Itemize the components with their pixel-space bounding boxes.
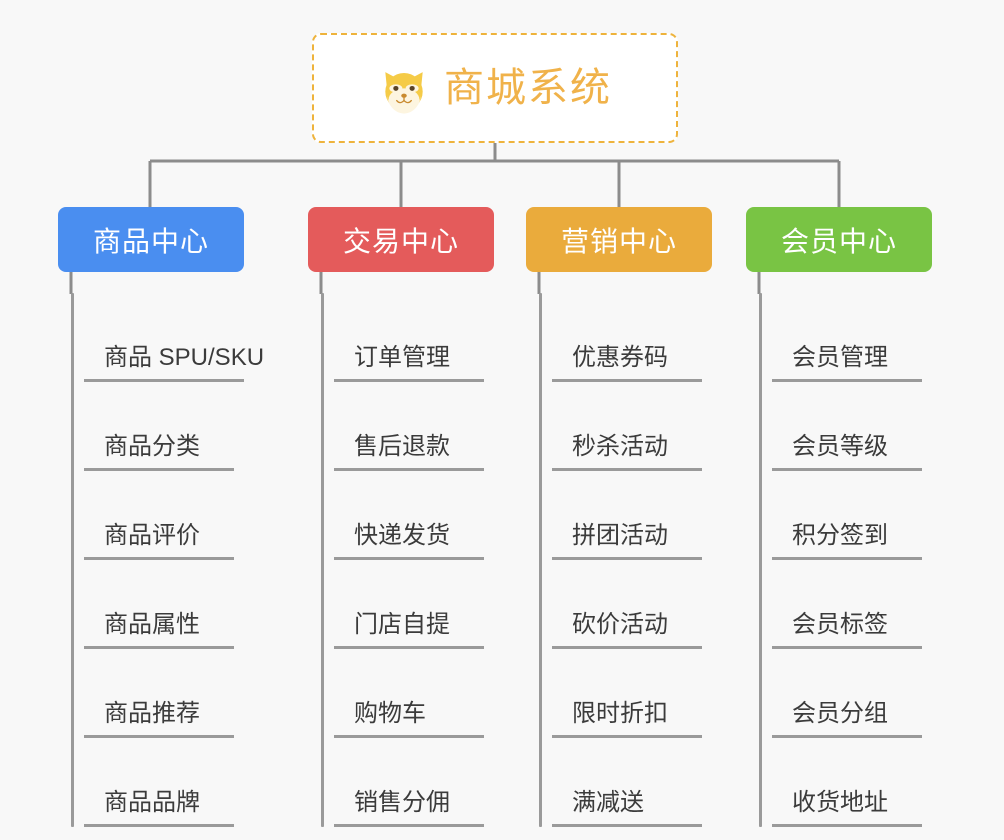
shiba-dog-face-icon	[385, 72, 423, 114]
column-marketing-center: 营销中心 优惠券码 秒杀活动 拼团活动 砍价活动 限时折扣 满减送	[526, 207, 712, 827]
sub-item-list-trade-center: 订单管理 售后退款 快递发货 门店自提 购物车 销售分佣	[321, 293, 494, 827]
sub-item-label: 会员管理	[772, 346, 922, 382]
category-header-label: 交易中心	[342, 225, 459, 257]
sub-item[interactable]: 优惠券码	[539, 293, 712, 382]
root-node[interactable]: 商城系统	[312, 33, 678, 143]
sub-item[interactable]: 会员管理	[759, 293, 932, 382]
category-header-label: 营销中心	[560, 225, 677, 257]
category-header-trade-center[interactable]: 交易中心	[308, 207, 494, 272]
sub-item[interactable]: 收货地址	[759, 738, 932, 827]
sub-item-label: 门店自提	[334, 613, 484, 649]
tree-spine	[321, 293, 324, 827]
sub-item-label: 购物车	[334, 702, 484, 738]
column-member-center: 会员中心 会员管理 会员等级 积分签到 会员标签 会员分组 收货地址	[746, 207, 932, 827]
sub-item-list-marketing-center: 优惠券码 秒杀活动 拼团活动 砍价活动 限时折扣 满减送	[539, 293, 712, 827]
sub-item[interactable]: 商品评价	[71, 471, 244, 560]
sub-item[interactable]: 销售分佣	[321, 738, 494, 827]
sub-item-label: 限时折扣	[552, 702, 702, 738]
column-trade-center: 交易中心 订单管理 售后退款 快递发货 门店自提 购物车 销售分佣	[308, 207, 494, 827]
sub-item[interactable]: 商品推荐	[71, 649, 244, 738]
category-header-label: 商品中心	[92, 225, 209, 257]
sub-item-label: 商品评价	[84, 524, 234, 560]
sub-item-label: 商品品牌	[84, 791, 234, 827]
sub-item[interactable]: 拼团活动	[539, 471, 712, 560]
sub-item-label: 商品属性	[84, 613, 234, 649]
sub-item-label: 订单管理	[334, 346, 484, 382]
sub-item[interactable]: 积分签到	[759, 471, 932, 560]
sub-item-label: 优惠券码	[552, 346, 702, 382]
sub-item-label: 快递发货	[334, 524, 484, 560]
sub-item[interactable]: 商品属性	[71, 560, 244, 649]
sub-item[interactable]: 满减送	[539, 738, 712, 827]
sub-item-label: 会员分组	[772, 702, 922, 738]
sub-item-list-product-center: 商品 SPU/SKU 商品分类 商品评价 商品属性 商品推荐 商品品牌	[71, 293, 264, 827]
tree-spine	[539, 293, 542, 827]
sub-item-list-member-center: 会员管理 会员等级 积分签到 会员标签 会员分组 收货地址	[759, 293, 932, 827]
sub-item-label: 销售分佣	[334, 791, 484, 827]
sub-item[interactable]: 会员等级	[759, 382, 932, 471]
tree-spine	[71, 293, 74, 827]
sub-item-label: 收货地址	[772, 791, 922, 827]
sub-item[interactable]: 购物车	[321, 649, 494, 738]
sub-item-label: 会员标签	[772, 613, 922, 649]
sub-item[interactable]: 商品品牌	[71, 738, 244, 827]
sub-item-label: 拼团活动	[552, 524, 702, 560]
sub-item-label: 商品推荐	[84, 702, 234, 738]
sub-item[interactable]: 会员标签	[759, 560, 932, 649]
sub-item-label: 积分签到	[772, 524, 922, 560]
sub-item[interactable]: 售后退款	[321, 382, 494, 471]
sub-item[interactable]: 订单管理	[321, 293, 494, 382]
sub-item-label: 商品分类	[84, 435, 234, 471]
sub-item-label: 会员等级	[772, 435, 922, 471]
sub-item[interactable]: 门店自提	[321, 560, 494, 649]
category-header-product-center[interactable]: 商品中心	[58, 207, 244, 272]
sub-item-label: 售后退款	[334, 435, 484, 471]
column-product-center: 商品中心 商品 SPU/SKU 商品分类 商品评价 商品属性 商品推荐 商品品牌	[58, 207, 264, 827]
category-header-marketing-center[interactable]: 营销中心	[526, 207, 712, 272]
sub-item-label: 秒杀活动	[552, 435, 702, 471]
sub-item[interactable]: 会员分组	[759, 649, 932, 738]
root-title: 商城系统	[444, 66, 612, 110]
sub-item[interactable]: 商品分类	[71, 382, 244, 471]
sub-item[interactable]: 商品 SPU/SKU	[71, 293, 264, 382]
sub-item[interactable]: 快递发货	[321, 471, 494, 560]
sub-item[interactable]: 砍价活动	[539, 560, 712, 649]
tree-spine	[759, 293, 762, 827]
sub-item-label: 商品 SPU/SKU	[84, 346, 264, 382]
sub-item[interactable]: 限时折扣	[539, 649, 712, 738]
sub-item-label: 满减送	[552, 791, 702, 827]
sub-item-label: 砍价活动	[552, 613, 702, 649]
category-header-member-center[interactable]: 会员中心	[746, 207, 932, 272]
sub-item[interactable]: 秒杀活动	[539, 382, 712, 471]
category-header-label: 会员中心	[780, 225, 897, 257]
